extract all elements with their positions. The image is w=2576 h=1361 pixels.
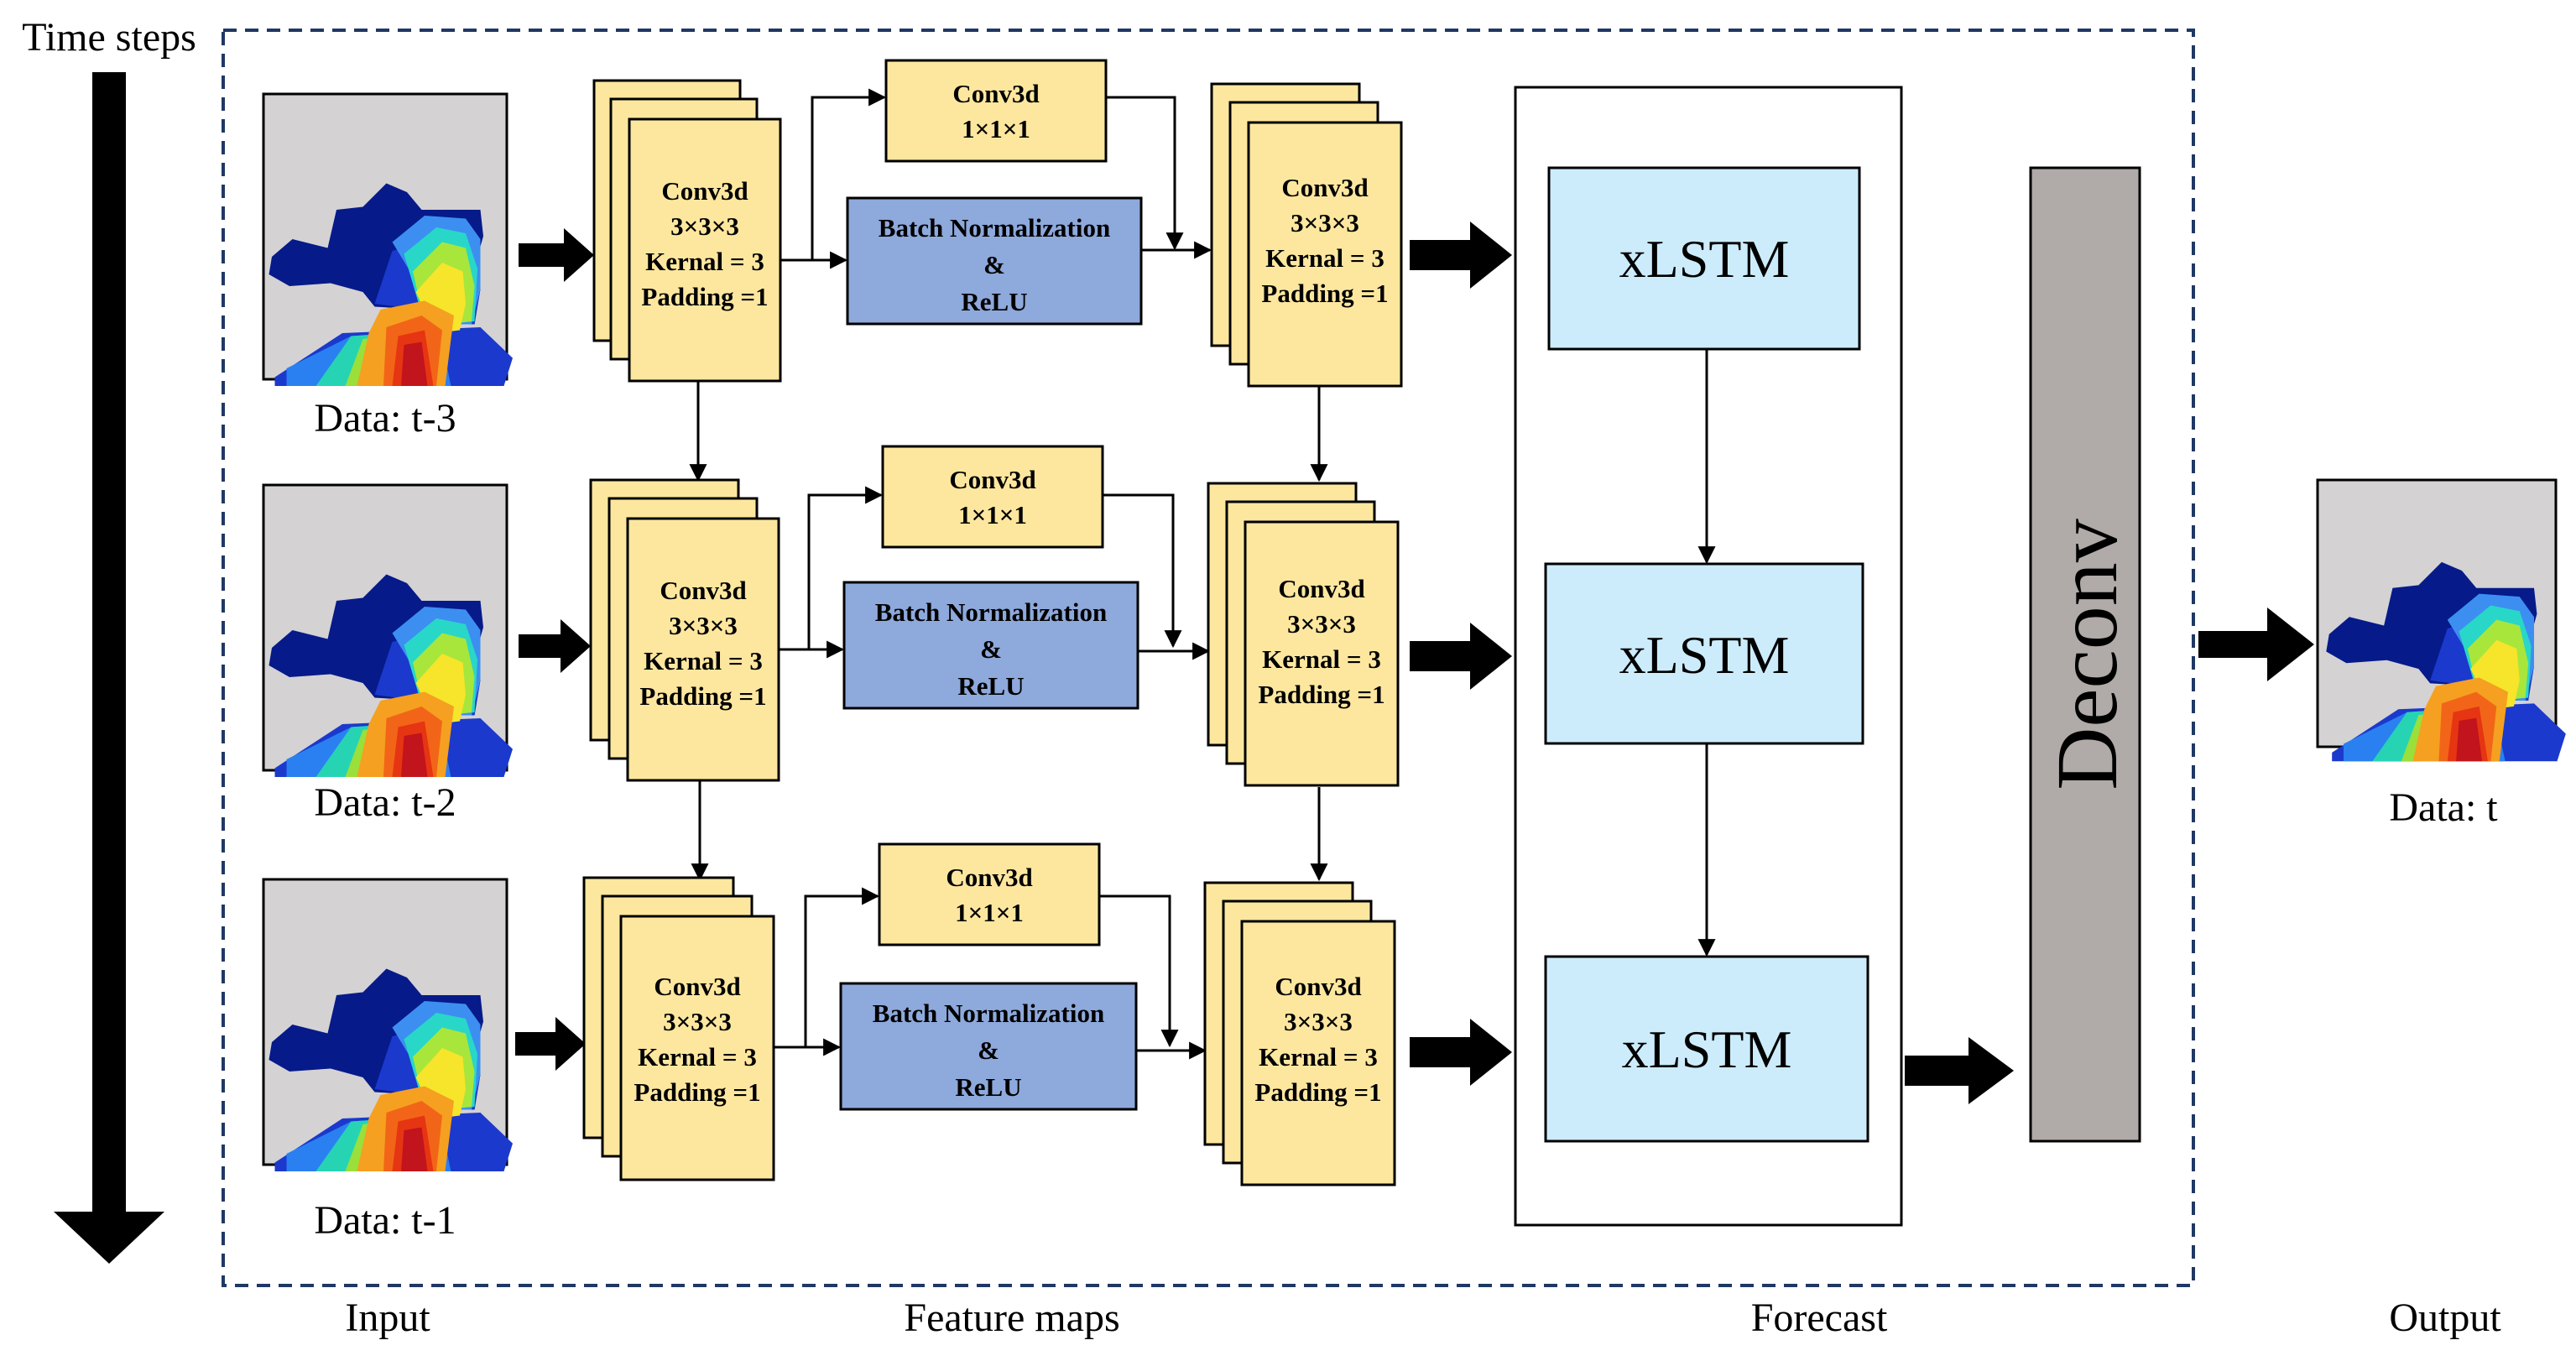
svg-text:xLSTM: xLSTM (1619, 625, 1790, 685)
svg-text:ReLU: ReLU (957, 671, 1024, 701)
batchnorm-relu-block: Batch Normalization & ReLU (846, 196, 1143, 326)
section-label-feature-maps: Feature maps (904, 1296, 1119, 1340)
conv3d-3x3x3-block: Conv3d 3×3×3 Kernal = 3 Padding =1 (1210, 82, 1403, 388)
svg-text:Conv3d: Conv3d (1281, 173, 1368, 202)
svg-text:xLSTM: xLSTM (1622, 1019, 1792, 1079)
svg-text:1×1×1: 1×1×1 (955, 898, 1024, 927)
conv3d-3x3x3-block: Conv3d 3×3×3 Kernal = 3 Padding =1 (592, 79, 782, 383)
input-map-t-2: Data: t-2 (262, 483, 513, 825)
svg-text:Conv3d: Conv3d (946, 863, 1032, 892)
svg-text:Kernal = 3: Kernal = 3 (644, 646, 763, 675)
svg-text:1×1×1: 1×1×1 (958, 500, 1027, 529)
flow-arrow-icon (519, 228, 594, 282)
svg-text:Kernal = 3: Kernal = 3 (1265, 243, 1384, 273)
input-map-t-1: Data: t-1 (262, 878, 513, 1243)
time-arrow-icon (54, 72, 164, 1264)
svg-text:Deconv: Deconv (2039, 519, 2135, 790)
xlstm-block: xLSTM (1544, 562, 1864, 745)
svg-text:Batch Normalization: Batch Normalization (875, 597, 1107, 627)
batchnorm-relu-block: Batch Normalization & ReLU (842, 581, 1139, 710)
svg-text:Padding =1: Padding =1 (634, 1077, 760, 1107)
svg-text:1×1×1: 1×1×1 (962, 114, 1030, 143)
flow-arrow-icon (515, 1017, 586, 1071)
time-steps-label: Time steps (22, 15, 196, 60)
svg-text:&: & (978, 1035, 999, 1065)
section-label-input: Input (345, 1296, 430, 1340)
conv3d-3x3x3-block: Conv3d 3×3×3 Kernal = 3 Padding =1 (589, 478, 780, 782)
svg-text:Kernal = 3: Kernal = 3 (638, 1042, 757, 1072)
svg-text:Conv3d: Conv3d (660, 576, 746, 605)
output-label: Data: t (2389, 785, 2498, 830)
svg-text:Batch Normalization: Batch Normalization (873, 999, 1104, 1028)
conv3d-1x1x1-block: Conv3d 1×1×1 (884, 59, 1108, 163)
svg-text:Batch Normalization: Batch Normalization (879, 213, 1110, 242)
svg-text:Conv3d: Conv3d (1275, 972, 1361, 1001)
xlstm-block: xLSTM (1544, 955, 1869, 1143)
svg-text:Padding =1: Padding =1 (641, 282, 768, 311)
conv3d-1x1x1-block: Conv3d 1×1×1 (881, 445, 1104, 549)
svg-text:Conv3d: Conv3d (654, 972, 740, 1001)
svg-text:Kernal = 3: Kernal = 3 (1262, 644, 1381, 674)
batchnorm-relu-block: Batch Normalization & ReLU (839, 982, 1138, 1111)
input-map-t-3: Data: t-3 (262, 92, 513, 441)
svg-text:&: & (980, 634, 1002, 664)
flow-arrow-icon (1410, 623, 1512, 690)
svg-text:3×3×3: 3×3×3 (663, 1007, 732, 1036)
connector-lines (689, 88, 1328, 482)
svg-text:Conv3d: Conv3d (949, 465, 1035, 494)
section-label-output: Output (2389, 1296, 2501, 1340)
svg-text:3×3×3: 3×3×3 (1291, 208, 1359, 237)
svg-text:3×3×3: 3×3×3 (669, 611, 738, 640)
svg-text:Padding =1: Padding =1 (1258, 680, 1384, 709)
svg-text:Kernal = 3: Kernal = 3 (645, 247, 764, 276)
flow-arrow-icon (1410, 222, 1512, 289)
conv3d-3x3x3-block: Conv3d 3×3×3 Kernal = 3 Padding =1 (582, 876, 775, 1181)
pipeline-frame (222, 29, 2195, 1287)
conv3d-1x1x1-block: Conv3d 1×1×1 (878, 842, 1101, 946)
flow-arrow-icon (519, 619, 591, 673)
svg-text:Padding =1: Padding =1 (1261, 279, 1388, 308)
svg-text:Conv3d: Conv3d (1278, 574, 1364, 603)
conv3d-3x3x3-block: Conv3d 3×3×3 Kernal = 3 Padding =1 (1207, 482, 1400, 787)
svg-text:Conv3d: Conv3d (952, 79, 1039, 108)
svg-text:xLSTM: xLSTM (1619, 229, 1790, 289)
svg-text:Padding =1: Padding =1 (639, 681, 766, 711)
output-map: Data: t (2316, 478, 2566, 830)
svg-text:ReLU: ReLU (955, 1072, 1021, 1102)
svg-text:3×3×3: 3×3×3 (670, 211, 739, 241)
flow-arrow-icon (1410, 1019, 1512, 1086)
svg-text:ReLU: ReLU (961, 287, 1027, 316)
conv3d-3x3x3-block: Conv3d 3×3×3 Kernal = 3 Padding =1 (1203, 881, 1396, 1186)
connector-lines (691, 486, 1328, 882)
deconv-block: Deconv (2029, 166, 2141, 1143)
svg-text:&: & (983, 250, 1005, 279)
svg-text:3×3×3: 3×3×3 (1284, 1007, 1353, 1036)
svg-text:Padding =1: Padding =1 (1254, 1077, 1381, 1107)
input-label: Data: t-3 (314, 396, 456, 441)
input-label: Data: t-2 (314, 780, 456, 825)
connector-lines (774, 887, 1207, 1060)
xlstm-block: xLSTM (1547, 166, 1861, 351)
svg-text:Kernal = 3: Kernal = 3 (1259, 1042, 1378, 1072)
input-label: Data: t-1 (314, 1198, 456, 1243)
flow-arrow-icon (1905, 1037, 2014, 1104)
section-label-forecast: Forecast (1751, 1296, 1888, 1340)
flow-arrow-icon (2198, 607, 2314, 681)
svg-text:Conv3d: Conv3d (661, 176, 748, 206)
svg-text:3×3×3: 3×3×3 (1287, 609, 1356, 639)
